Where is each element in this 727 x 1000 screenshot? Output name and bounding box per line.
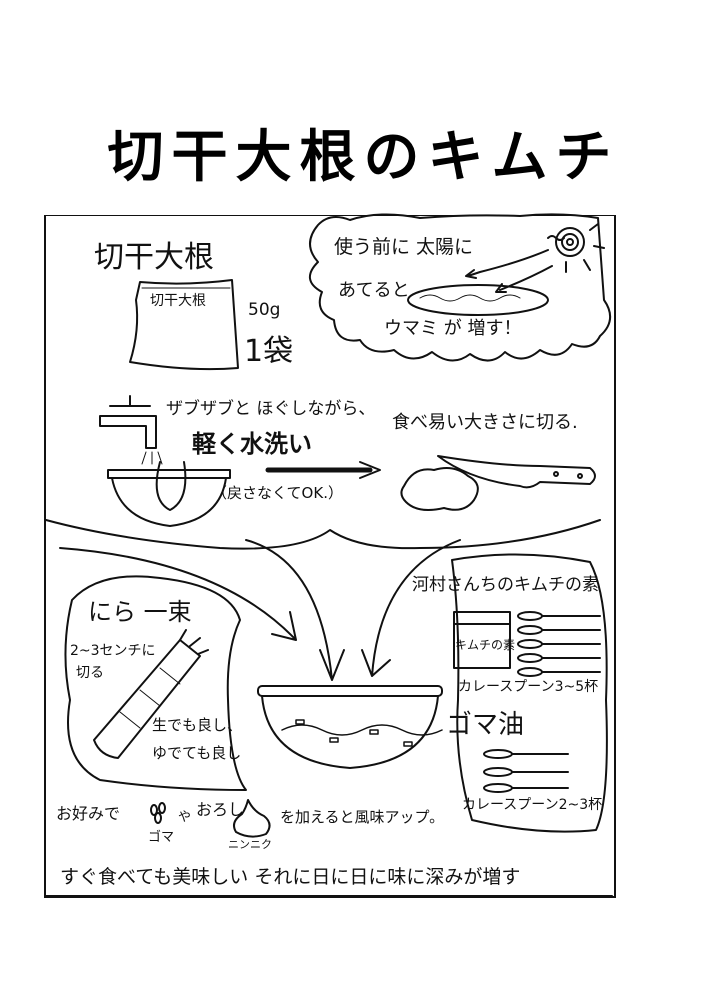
wash-instruction-line2: 軽く水洗い <box>192 430 312 458</box>
nira-cut-note-line1: 2~3センチに <box>70 643 156 659</box>
wash-instruction-line1: ザブザブと ほぐしながら、 <box>166 399 376 419</box>
sesame-oil-amount: カレースプーン2~3杯 <box>462 797 603 813</box>
daikon-bag-icon <box>129 279 239 371</box>
wash-note: （戻さなくてOK.） <box>212 484 343 502</box>
right-arrow-icon <box>265 461 381 479</box>
sun-icon <box>547 223 605 273</box>
kimchi-base-section-border <box>451 553 608 833</box>
nira-bundle-icon <box>93 629 209 759</box>
faucet-icon <box>99 395 163 465</box>
daikon-count: 1袋 <box>244 334 294 369</box>
sesame-oil-heading: ゴマ油 <box>446 710 525 740</box>
nira-section-border <box>64 575 247 791</box>
daikon-package-label: 切干大根 <box>150 293 206 309</box>
optional-prefix: お好みで <box>56 804 121 823</box>
closing-note: すぐ食べても美味しい それに日に日に味に深みが増す <box>60 866 521 888</box>
nira-cook-note-line2: ゆでても良し <box>152 744 242 762</box>
daikon-heading: 切干大根 <box>94 240 214 275</box>
garlic-label: ニンニク <box>228 838 272 851</box>
wash-section-border <box>45 519 601 550</box>
kimchi-base-jar-label: キムチの素 <box>455 638 516 652</box>
sesame-label: ゴマ <box>148 830 175 845</box>
sunbeam-arrow-icon <box>465 249 549 279</box>
sesame-seeds-icon <box>150 802 166 824</box>
nira-cut-note-line2: 切る <box>76 665 104 681</box>
mixing-bowl-icon <box>257 685 443 769</box>
daikon-plate-icon <box>407 284 549 316</box>
nira-heading: にら 一束 <box>88 598 192 626</box>
thought-cloud-icon <box>309 213 611 362</box>
grated-label: おろし <box>196 800 245 819</box>
kimchi-base-heading: 河村さんちのキムチの素 <box>412 575 599 595</box>
kimchi-base-amount: カレースプーン3~5杯 <box>458 679 599 695</box>
ya-connector: や <box>178 810 192 825</box>
sesame-oil-spoons-icon <box>483 749 569 793</box>
nira-cook-note-line1: 生でも良し、 <box>152 716 243 734</box>
sun-tip-line3: ウマミ が 増す！ <box>384 318 522 339</box>
sun-tip-line2: あてると <box>338 280 410 301</box>
garlic-icon <box>233 799 271 838</box>
wash-bowl-icon <box>107 461 231 527</box>
daikon-amount: 50g <box>248 300 281 320</box>
page-title: 切干大根のキムチ <box>107 124 620 190</box>
kimchi-base-jar-icon <box>453 611 511 669</box>
optional-suffix: を加えると風味アップ。 <box>280 808 445 826</box>
chopped-daikon-icon <box>400 467 479 511</box>
knife-icon <box>437 455 596 489</box>
cut-instruction: 食べ易い大きさに切る. <box>392 412 578 433</box>
sun-tip-line1: 使う前に 太陽に <box>334 236 474 258</box>
curry-spoons-icon <box>517 611 601 677</box>
converging-arrows-icon <box>59 539 461 681</box>
